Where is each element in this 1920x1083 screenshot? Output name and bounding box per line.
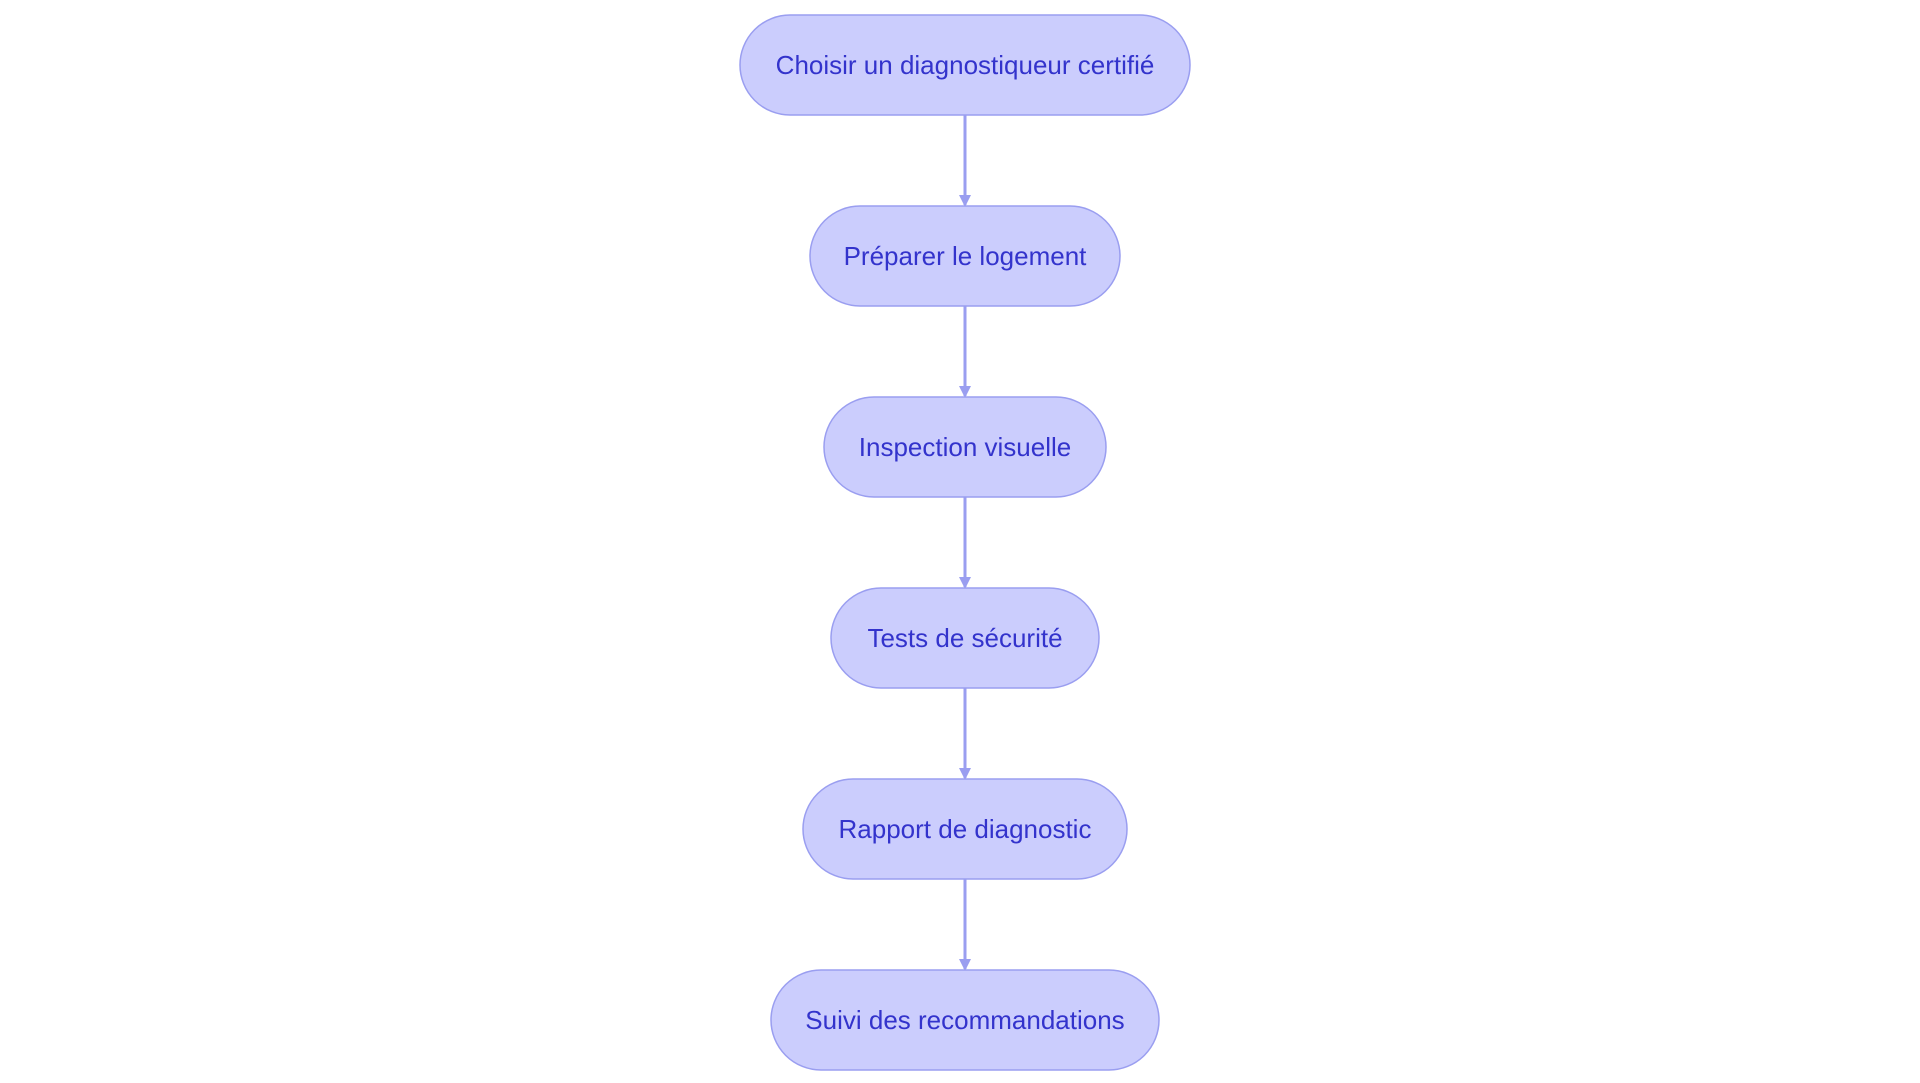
flow-node-6: Suivi des recommandations [770,969,1160,1071]
flow-node-label: Inspection visuelle [859,432,1071,462]
flow-node-label: Tests de sécurité [867,623,1062,653]
flow-node-shape [770,969,1160,1071]
flow-node-5: Rapport de diagnostic [802,778,1128,880]
flow-node-3: Inspection visuelle [823,396,1107,498]
flow-node-label: Préparer le logement [844,241,1088,271]
flow-node-shape [823,396,1107,498]
flow-node-label: Choisir un diagnostiqueur certifié [776,50,1155,80]
flow-node-1: Choisir un diagnostiqueur certifié [739,14,1191,116]
flow-node-shape [809,205,1121,307]
flow-node-label: Suivi des recommandations [805,1005,1124,1035]
flow-node-4: Tests de sécurité [830,587,1100,689]
flow-node-shape [739,14,1191,116]
flow-node-2: Préparer le logement [809,205,1121,307]
flow-node-label: Rapport de diagnostic [839,814,1092,844]
flow-node-shape [830,587,1100,689]
flow-node-shape [802,778,1128,880]
nodes-layer: Choisir un diagnostiqueur certifiéPrépar… [739,14,1191,1071]
